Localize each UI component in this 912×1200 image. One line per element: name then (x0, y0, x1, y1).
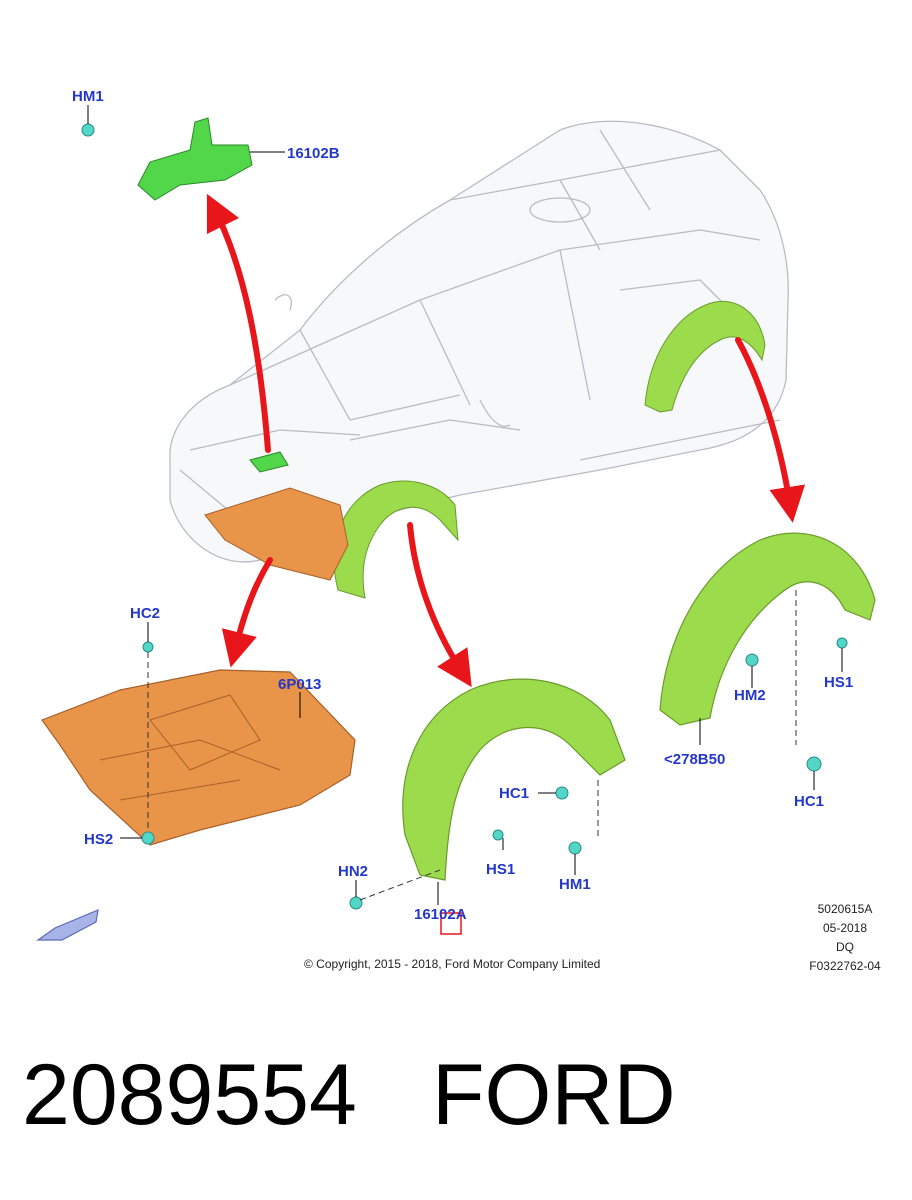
rear-wheel-liner-installed (644, 300, 766, 413)
meta-dq: DQ (836, 940, 854, 954)
arrow-to-rear-liner (735, 337, 806, 523)
callout-hn2: HN2 (338, 863, 369, 880)
callout-16102b: 16102B (287, 145, 340, 162)
fastener-hc1-rear (806, 756, 822, 772)
parts-exploded-diagram (36, 105, 876, 941)
fastener-hs1-front (492, 829, 504, 841)
splash-shield-detail (99, 694, 281, 801)
meta-date: 05-2018 (822, 921, 868, 935)
callout-hm1-top: HM1 (72, 88, 104, 105)
bracket-16102b (137, 117, 253, 201)
rear-wheel-liner-278b50 (659, 532, 876, 726)
fastener-hc1-front (555, 786, 569, 800)
callout-hs2: HS2 (84, 831, 114, 848)
fastener-hs2 (141, 831, 155, 845)
arrow-to-splash-shield (221, 557, 273, 668)
callout-hc1-rear: HC1 (794, 793, 825, 810)
callout-hc1-front: HC1 (499, 785, 530, 802)
callout-hm1-front: HM1 (559, 876, 591, 893)
fastener-hm1-top (81, 123, 95, 137)
callout-hs1-rear: HS1 (824, 674, 854, 691)
fastener-hn2 (349, 896, 363, 910)
copyright-text: © Copyright, 2015 - 2018, Ford Motor Com… (304, 957, 601, 971)
arrow-to-bracket (206, 193, 271, 453)
meta-figure-id: F0322762-04 (809, 959, 881, 973)
part-number: 2089554 (22, 1047, 357, 1143)
front-wheel-liner-installed (333, 480, 459, 599)
fastener-hm1-front (568, 841, 582, 855)
brand-name: FORD (432, 1047, 676, 1143)
callout-hm2: HM2 (734, 687, 766, 704)
bracket-installed (249, 451, 289, 473)
splash-shield-6p013 (41, 669, 356, 846)
arrow-to-front-liner (407, 522, 472, 688)
front-wheel-liner-16102a (402, 678, 626, 881)
callout-278b50: <278B50 (664, 751, 726, 768)
callout-6p013: 6P013 (278, 676, 322, 693)
figure-meta: 5020615A 05-2018 DQ F0322762-04 (790, 900, 900, 976)
highlight-box (440, 912, 462, 935)
splash-shield-installed (204, 487, 349, 581)
front-direction-arrow-icon (36, 909, 99, 941)
fastener-hs1-rear (836, 637, 848, 649)
callout-hs1-front: HS1 (486, 861, 516, 878)
meta-code: 5020615A (817, 902, 873, 916)
callout-hc2: HC2 (130, 605, 161, 622)
fastener-hm2 (745, 653, 759, 667)
red-arrows (206, 193, 806, 688)
fastener-hc2 (142, 641, 154, 653)
leader-lines (87, 105, 843, 905)
callout-16102a: 16102A (414, 906, 467, 923)
